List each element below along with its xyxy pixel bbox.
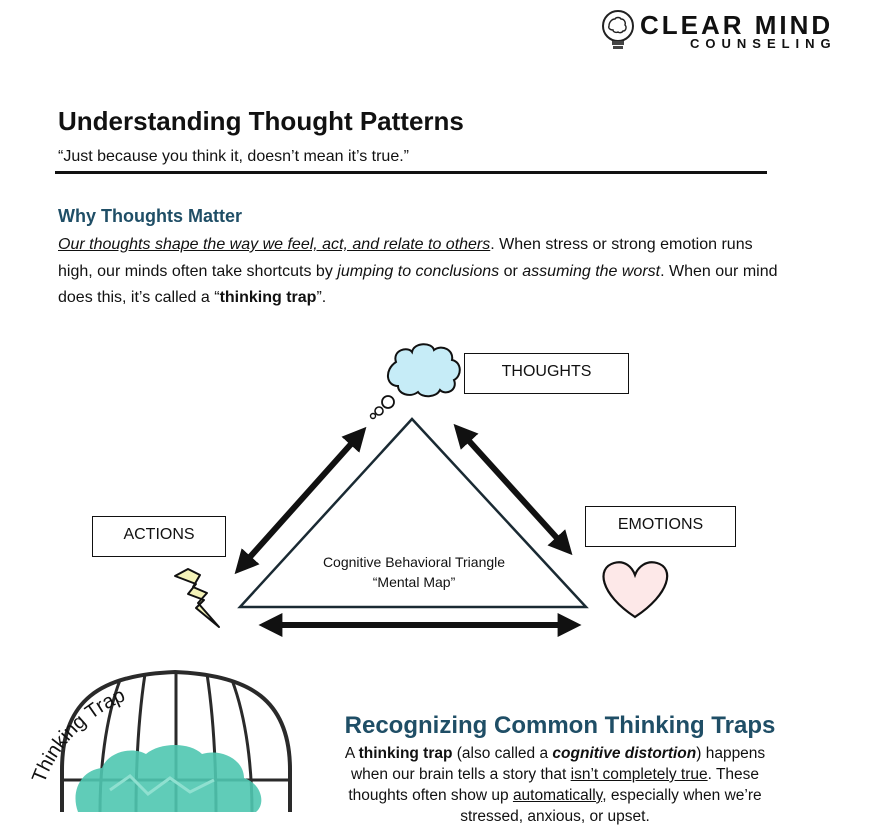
brand-tagline: COUNSELING	[690, 36, 837, 51]
brand-name: CLEAR MIND	[640, 10, 834, 40]
double-arrow-icon	[453, 423, 573, 556]
brain-icon	[75, 745, 262, 812]
page-quote: “Just because you think it, doesn’t mean…	[58, 148, 409, 165]
triangle-caption-line1: Cognitive Behavioral Triangle	[322, 554, 506, 570]
emotions-label: EMOTIONS	[585, 506, 736, 547]
thinking-trap-text: Thinking Trap	[28, 684, 128, 785]
title-divider	[55, 171, 767, 174]
recognizing-paragraph: A thinking trap (also called a cognitive…	[344, 745, 766, 825]
brain-lightbulb-icon	[602, 10, 634, 49]
svg-text:Thinking Trap: Thinking Trap	[28, 684, 128, 785]
section-heading-why: Why Thoughts Matter	[58, 206, 242, 226]
why-emphasis: Our thoughts shape the way we feel, act,…	[58, 236, 491, 253]
double-arrow-icon	[234, 426, 367, 575]
actions-label: ACTIONS	[92, 516, 226, 557]
page-title: Understanding Thought Patterns	[58, 106, 464, 136]
heart-icon	[602, 561, 669, 619]
brand-logo: CLEAR MIND COUNSELING	[600, 8, 868, 54]
section-heading-recognizing: Recognizing Common Thinking Traps	[344, 712, 776, 739]
why-paragraph: Our thoughts shape the way we feel, act,…	[58, 236, 778, 306]
thoughts-label: THOUGHTS	[464, 353, 629, 394]
triangle-caption: Cognitive Behavioral Triangle “Mental Ma…	[300, 552, 528, 592]
lightning-bolt-icon	[174, 568, 220, 628]
thought-cloud-icon	[369, 343, 461, 420]
thinking-trap-label: Thinking Trap	[28, 684, 128, 785]
triangle-caption-line2: “Mental Map”	[372, 574, 456, 590]
